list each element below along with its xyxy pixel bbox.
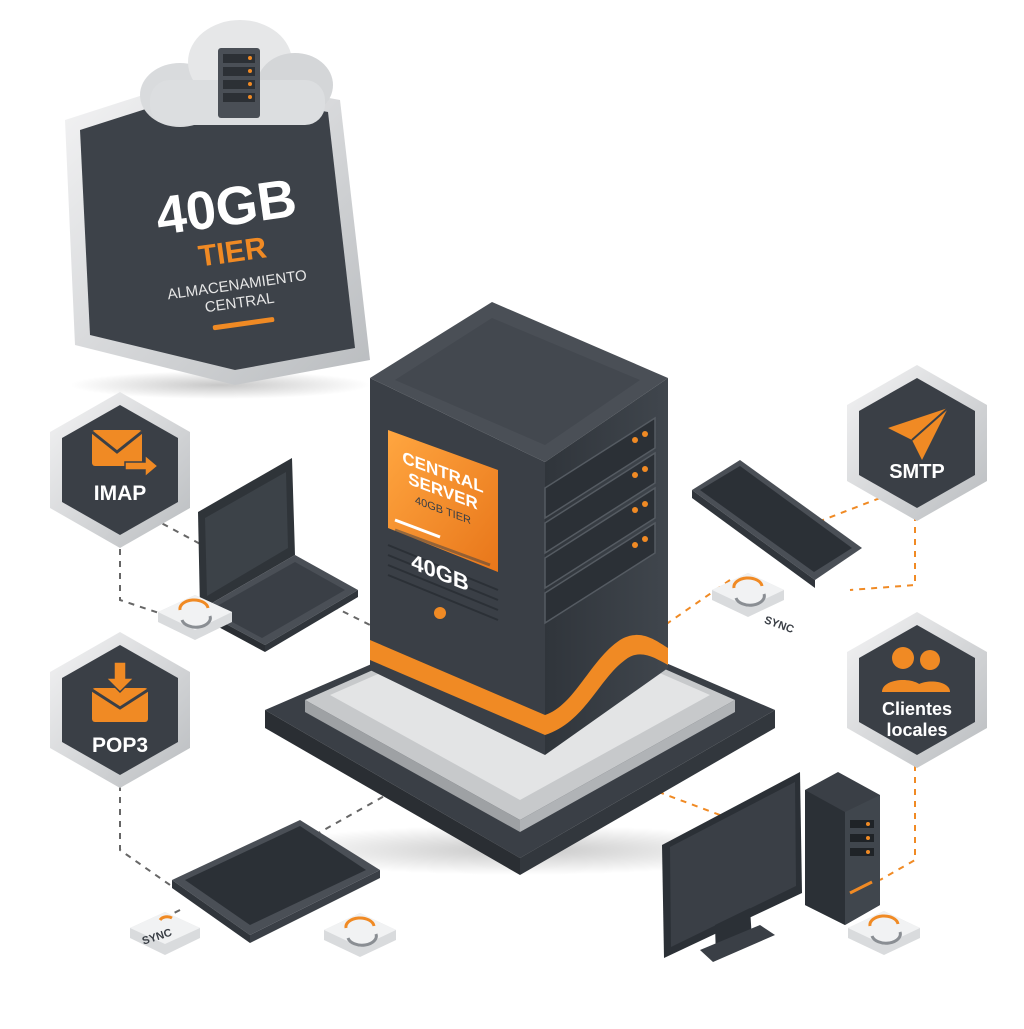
- clients-node: Clientes locales: [847, 612, 987, 768]
- sync-icon: [732, 576, 766, 607]
- sync-icon: [344, 916, 378, 947]
- imap-node: IMAP: [50, 392, 190, 548]
- clients-label-2: locales: [886, 720, 947, 740]
- sync-badge-tablet: SYNC: [130, 912, 200, 955]
- connector-imap: [119, 525, 166, 616]
- pop3-node: POP3: [50, 632, 190, 788]
- server-power-led: [434, 607, 446, 619]
- tier-badge: 40GB TIER ALMACENAMIENTO CENTRAL: [65, 20, 370, 399]
- mail-forward-icon: [91, 430, 160, 479]
- sync-badge-desktop: [848, 911, 920, 955]
- cloud-server-icon: [140, 20, 333, 127]
- desktop-device: [662, 772, 880, 962]
- clients-label-1: Clientes: [882, 699, 952, 719]
- sync-icon: [178, 598, 212, 629]
- sync-badge-imap: [158, 595, 232, 640]
- connector-clients: [879, 765, 916, 881]
- sync-icon: [868, 914, 902, 945]
- sync-label-phone: SYNC: [763, 614, 796, 636]
- imap-label: IMAP: [94, 482, 147, 505]
- users-icon: [882, 647, 950, 692]
- connector-pop3: [119, 785, 171, 886]
- tier-underline: [212, 317, 275, 331]
- smtp-label: SMTP: [889, 461, 945, 483]
- pop3-label: POP3: [92, 734, 148, 757]
- tablet-device: [172, 820, 380, 943]
- server-drive-bays: [544, 416, 656, 625]
- connector-tablet-server: [314, 789, 396, 836]
- sync-badge-tablet-2: [324, 913, 396, 957]
- mail-download-icon: [91, 661, 149, 722]
- sync-icon: [158, 915, 173, 922]
- smtp-node: SMTP: [847, 365, 987, 521]
- central-server: CENTRAL SERVER 40GB TIER 40GB: [370, 302, 668, 755]
- server-vents: [387, 544, 499, 621]
- connector-smtp: [849, 515, 916, 591]
- smartphone-device: [692, 460, 862, 588]
- laptop-device: [198, 458, 358, 652]
- sync-badge-phone: [712, 573, 784, 617]
- paper-plane-icon: [888, 407, 949, 460]
- connector-desktop-server: [639, 784, 721, 816]
